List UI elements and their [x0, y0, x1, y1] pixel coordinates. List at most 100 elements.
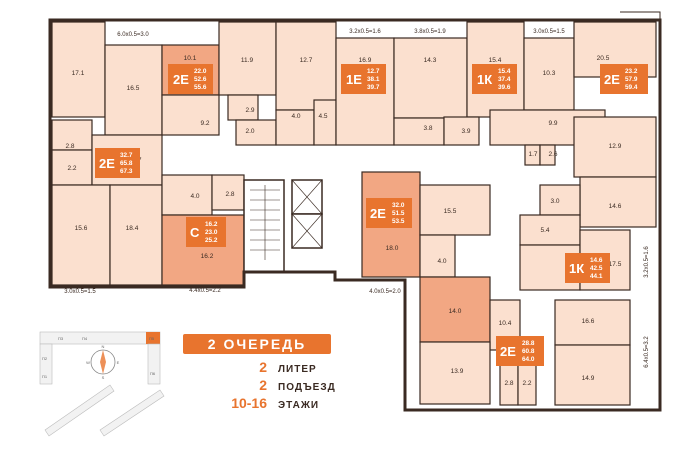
- room-area: 2.8: [65, 143, 74, 150]
- room-3-8: [393, 117, 445, 146]
- svg-text:S: S: [102, 375, 105, 380]
- room-area: 14.0: [449, 308, 462, 315]
- room-2-9: [227, 94, 259, 121]
- svg-text:23.2: 23.2: [625, 68, 638, 75]
- room-2-6: [539, 144, 556, 166]
- room-area: 17.1: [72, 70, 85, 77]
- svg-text:39.7: 39.7: [367, 84, 380, 91]
- svg-text:52.6: 52.6: [194, 76, 207, 83]
- apartment-tag[interactable]: С 16.2 23.0 25.2: [186, 217, 226, 247]
- apartment-top-left[interactable]: 17.1 16.5: [51, 21, 163, 136]
- queue-badge: 2 ОЧЕРЕДЬ: [183, 334, 331, 354]
- room-area: 3.8: [423, 125, 432, 132]
- room-17-1: [51, 21, 106, 118]
- apartment-tag[interactable]: 2Е 32.0 51.5 53.5: [366, 198, 412, 228]
- svg-text:25.2: 25.2: [205, 237, 218, 244]
- balcony-label: 3.8x0.5=1.9: [414, 29, 446, 35]
- room-area: 2.6: [548, 151, 557, 158]
- liter-label: ЛИТЕР: [278, 364, 317, 375]
- apartment-tag[interactable]: 2Е 23.2 57.9 59.4: [600, 64, 648, 94]
- svg-text:22.0: 22.0: [194, 68, 207, 75]
- room-area: 9.2: [200, 120, 209, 127]
- room-area: 2.0: [245, 128, 254, 135]
- svg-text:64.0: 64.0: [522, 356, 535, 363]
- room-area: 15.5: [444, 208, 457, 215]
- svg-text:67.3: 67.3: [120, 168, 133, 175]
- svg-text:W: W: [86, 360, 90, 365]
- entrance-number: 2: [259, 377, 267, 393]
- room-area: 14.3: [424, 57, 437, 64]
- svg-text:2Е: 2Е: [604, 72, 620, 87]
- svg-text:28.8: 28.8: [522, 340, 535, 347]
- svg-text:32.0: 32.0: [392, 202, 405, 209]
- apartment-2e-64-0[interactable]: 13.9 2.8 2.2 14.9: [419, 341, 631, 406]
- svg-text:П6: П6: [150, 371, 156, 376]
- room-area: 16.6: [582, 318, 595, 325]
- room-area: 13.9: [451, 368, 464, 375]
- room-area: 11.9: [241, 57, 254, 64]
- svg-text:16.2: 16.2: [205, 221, 218, 228]
- room-3-9: [443, 116, 480, 146]
- balcony-label: 3.2x0.5=1.6: [349, 29, 381, 35]
- svg-text:37.4: 37.4: [498, 76, 511, 83]
- balcony-label: 3.0x0.5=1.5: [533, 29, 565, 35]
- svg-text:38.1: 38.1: [367, 76, 380, 83]
- room-4-0-left: [161, 174, 213, 216]
- room-12-7: [275, 21, 337, 111]
- svg-text:E: E: [117, 360, 120, 365]
- room-area: 15.6: [75, 225, 88, 232]
- apartment-tag[interactable]: 2Е 28.8 60.8 64.0: [496, 336, 544, 366]
- room-area: 2.2: [522, 380, 531, 387]
- svg-text:65.8: 65.8: [120, 160, 133, 167]
- room-5-4: [519, 214, 581, 246]
- elevators: [291, 179, 323, 249]
- svg-text:53.5: 53.5: [392, 218, 405, 225]
- room-2-0: [235, 119, 277, 146]
- balcony-label: 6.4x0.5=3.2: [644, 336, 650, 368]
- room-area: 10.1: [184, 55, 197, 62]
- room-12-9: [573, 116, 657, 178]
- room-area: 16.5: [127, 85, 140, 92]
- room-area: 14.9: [582, 375, 595, 382]
- room-4-5: [313, 99, 337, 146]
- svg-text:39.6: 39.6: [498, 84, 511, 91]
- svg-text:П3: П3: [58, 336, 64, 341]
- room-area: 2.2: [67, 165, 76, 172]
- svg-text:2Е: 2Е: [370, 206, 386, 221]
- room-14-3: [393, 37, 468, 119]
- room-area: 4.0: [437, 258, 446, 265]
- balcony-label: 3.2x0.5=1.6: [644, 246, 650, 278]
- room-4-0-center: [419, 234, 456, 278]
- room-area: 2.9: [245, 107, 254, 114]
- room-area: 10.4: [499, 320, 512, 327]
- room-10-3: [523, 37, 575, 111]
- svg-text:1К: 1К: [477, 72, 492, 87]
- room-area: 17.5: [609, 261, 622, 268]
- svg-text:П4: П4: [82, 336, 88, 341]
- balcony-label: 3.0x0.5=1.5: [64, 289, 96, 295]
- room-area: 16.2: [201, 253, 214, 260]
- svg-text:1Е: 1Е: [346, 72, 362, 87]
- apartment-tag[interactable]: 1Е 12.7 38.1 39.7: [341, 64, 386, 94]
- svg-text:П1: П1: [42, 374, 48, 379]
- room-area: 4.0: [190, 193, 199, 200]
- room-area: 3.9: [461, 128, 470, 135]
- apartment-tag[interactable]: 1К 14.6 42.5 44.1: [565, 253, 610, 283]
- balcony-label: 6.0x0.5=3.0: [117, 32, 149, 38]
- room-area: 15.4: [489, 57, 502, 64]
- svg-text:1К: 1К: [569, 261, 584, 276]
- svg-text:N: N: [102, 344, 105, 349]
- stairwell: [243, 179, 285, 273]
- apartment-tag[interactable]: 1К 15.4 37.4 39.6: [472, 64, 517, 94]
- svg-text:2Е: 2Е: [173, 72, 189, 87]
- apartment-tag[interactable]: 2Е 22.0 52.6 55.6: [168, 64, 213, 94]
- outer-wall: [48, 18, 662, 412]
- room-area: 5.4: [540, 227, 549, 234]
- apartment-tag[interactable]: 2Е 32.7 65.8 67.3: [95, 148, 140, 178]
- svg-text:15.4: 15.4: [498, 68, 511, 75]
- svg-text:57.9: 57.9: [625, 76, 638, 83]
- svg-text:59.4: 59.4: [625, 84, 638, 91]
- balcony-label: 4.4x0.5=2.2: [189, 288, 221, 294]
- room-area: 1.7: [528, 151, 537, 158]
